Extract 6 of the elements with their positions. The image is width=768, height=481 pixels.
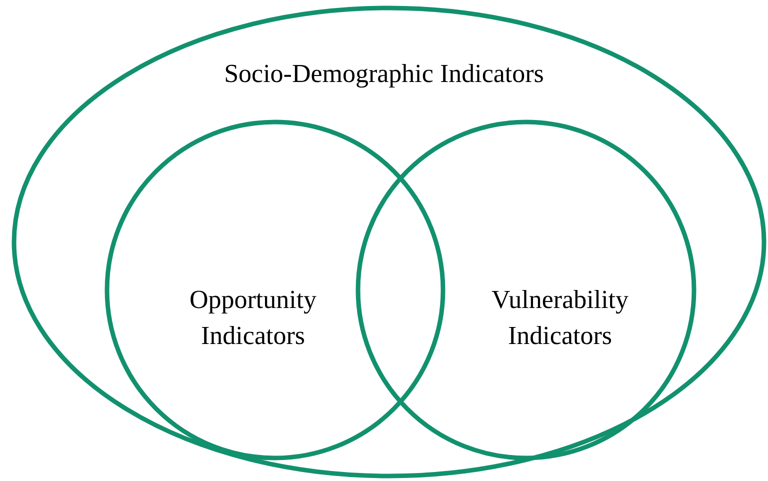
region-label: Opportunity Indicators [188, 284, 318, 352]
region-label: Socio-Demographic Indicators [224, 58, 544, 90]
outer-ellipse [14, 8, 764, 476]
right-circle [358, 122, 694, 458]
region-label: Vulnerability Indicators [490, 284, 630, 352]
left-circle [107, 122, 443, 458]
